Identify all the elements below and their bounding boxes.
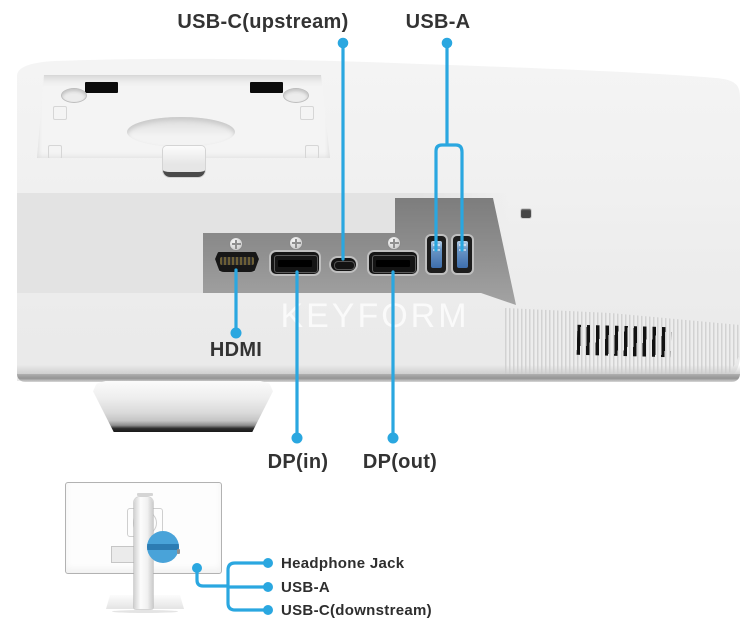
- label-dp-in: DP(in): [267, 451, 329, 473]
- vesa-slot-left: [85, 82, 118, 93]
- side-ports-band: [147, 544, 179, 550]
- dp-port-slot: [376, 260, 410, 267]
- callout-dot: [387, 432, 399, 444]
- callout-dot: [337, 37, 349, 49]
- label-usb-a-side: USB-A: [281, 579, 330, 596]
- hdmi-port-pins: [220, 257, 254, 265]
- vesa-mount-recess: [37, 75, 330, 158]
- thumbnail-base-shadow: [112, 610, 178, 613]
- usb-c-port-inner: [334, 261, 355, 270]
- dp-port-slot: [278, 260, 312, 267]
- thumbnail-port-dot: [177, 549, 180, 554]
- label-usb-c-upstream: USB-C(upstream): [177, 11, 349, 33]
- screw-hole-left: [61, 88, 87, 103]
- label-usb-c-downstream: USB-C(downstream): [281, 602, 432, 619]
- mount-notch: [300, 106, 314, 120]
- brand-logo-mark: [137, 493, 153, 496]
- watermark-text: KEYFORM: [280, 297, 470, 335]
- label-headphone-jack: Headphone Jack: [281, 555, 405, 572]
- label-dp-out: DP(out): [362, 451, 438, 473]
- mount-notch: [48, 145, 62, 158]
- thumbnail-stand-column: [134, 497, 153, 609]
- hdmi-port: [215, 252, 259, 272]
- callout-dot: [192, 563, 202, 573]
- callout-dot: [230, 327, 242, 339]
- screw-icon: [229, 237, 243, 251]
- bottom-edge-shadow: [17, 374, 740, 382]
- callout-dot: [263, 582, 273, 592]
- stand-mount-recess-circle: [127, 117, 235, 147]
- bottom-edge-highlight: [17, 365, 740, 375]
- stand-foot: [93, 381, 273, 432]
- screw-icon: [289, 236, 303, 250]
- mount-notch: [53, 106, 67, 120]
- label-hdmi: HDMI: [209, 339, 263, 361]
- screw-hole-right: [283, 88, 309, 103]
- kensington-lock-slot: [521, 209, 531, 218]
- label-usb-a-top: USB-A: [405, 11, 471, 33]
- vesa-slot-right: [250, 82, 283, 93]
- callout-dot: [291, 432, 303, 444]
- callout-dot: [263, 558, 273, 568]
- screw-icon: [387, 236, 401, 250]
- callout-bracket-usb-a: [434, 143, 464, 252]
- callout-line-side-ports: [195, 570, 230, 588]
- callout-dot: [263, 605, 273, 615]
- mount-notch: [305, 145, 319, 158]
- stand-release-tab: [163, 146, 205, 177]
- side-ports-highlight-circle: [147, 531, 179, 563]
- usb-c-upstream-port: [331, 258, 356, 271]
- callout-dot: [441, 37, 453, 49]
